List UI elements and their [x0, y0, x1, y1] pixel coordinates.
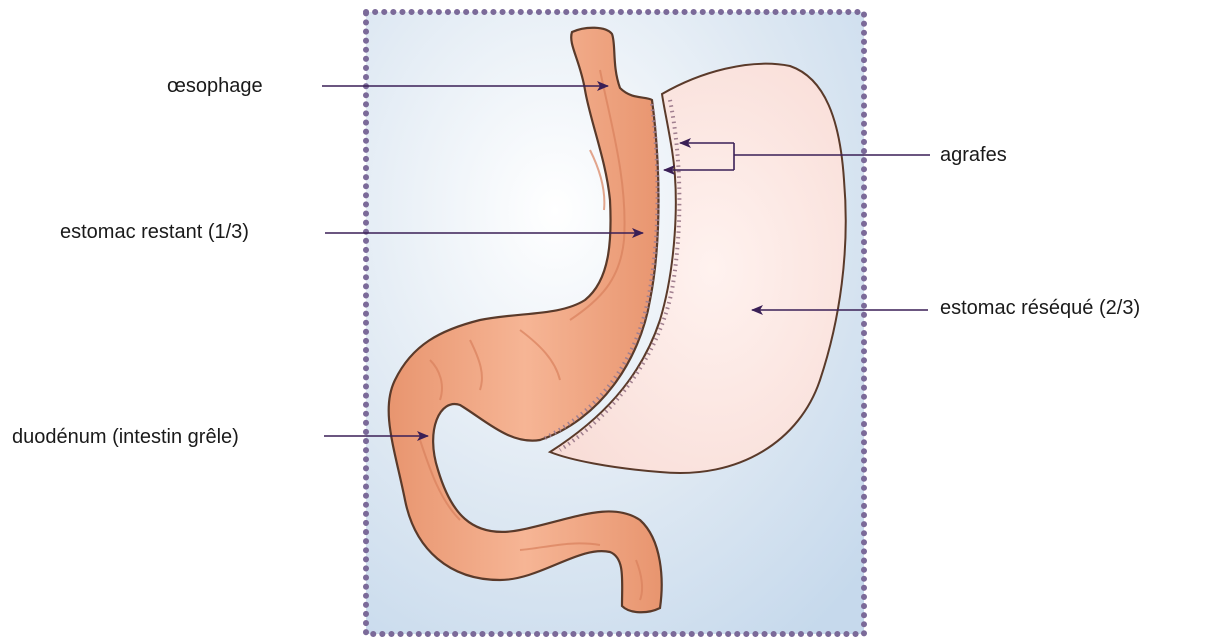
label-agrafes: agrafes [940, 143, 1007, 167]
label-estomac-reseque: estomac réséqué (2/3) [940, 296, 1140, 320]
label-estomac-restant: estomac restant (1/3) [60, 220, 249, 244]
label-oesophage: œsophage [167, 74, 263, 98]
label-duodenum: duodénum (intestin grêle) [12, 425, 239, 449]
